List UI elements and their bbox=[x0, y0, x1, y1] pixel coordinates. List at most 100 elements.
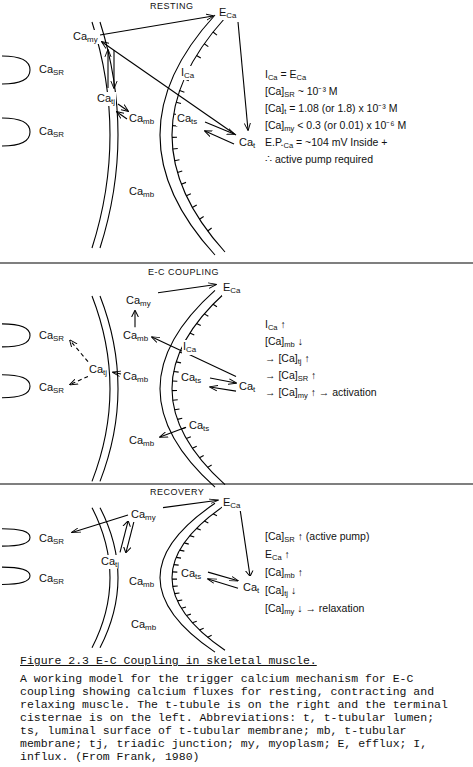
text-run: E.P. bbox=[265, 136, 284, 148]
text-run: ↑ bbox=[308, 369, 316, 381]
text-run: ↓ bbox=[288, 584, 296, 596]
subscript: ts bbox=[195, 573, 201, 582]
ion-label: Camb bbox=[128, 575, 155, 589]
membrane-tick bbox=[197, 323, 201, 325]
membrane-tick bbox=[180, 550, 185, 551]
membrane-tick bbox=[199, 628, 203, 630]
text-run: Ca bbox=[39, 329, 53, 341]
ion-label: CaSR bbox=[38, 572, 65, 586]
subscript: tj bbox=[298, 357, 302, 366]
ion-label: ECa bbox=[222, 496, 241, 510]
subscript: my bbox=[87, 35, 98, 44]
text-run: Ca bbox=[131, 508, 145, 520]
ion-label: ECa bbox=[222, 281, 241, 295]
membrane-tick bbox=[181, 182, 186, 184]
ion-label: Cat bbox=[238, 380, 256, 394]
caption-heading: Figure 2.3 E-C Coupling in skeletal musc… bbox=[20, 654, 460, 667]
membrane-tick bbox=[213, 304, 217, 307]
text-run: → [Ca] bbox=[265, 352, 298, 364]
concentration-note: [Ca]t = 1.08 (or 1.8) x 10⁻³ M bbox=[265, 102, 397, 117]
membrane-tick bbox=[192, 205, 196, 207]
flux-arrow bbox=[126, 521, 134, 552]
flux-arrow bbox=[208, 579, 238, 588]
text-run: Ca bbox=[123, 329, 137, 341]
text-run: Ca bbox=[89, 363, 103, 375]
membrane-tick bbox=[181, 428, 186, 429]
panel-heading: E-C COUPLING bbox=[148, 267, 219, 277]
ion-label: Camy bbox=[72, 30, 99, 44]
membrane-tick bbox=[175, 593, 180, 595]
subscript: my bbox=[140, 300, 151, 309]
ion-label: Catj bbox=[96, 92, 116, 106]
ion-label: Cats bbox=[176, 112, 198, 126]
membrane-tick bbox=[190, 333, 194, 335]
panel-divider bbox=[0, 483, 473, 484]
subscript: Ca bbox=[272, 553, 282, 562]
text-run: Ca bbox=[239, 136, 253, 148]
concentration-note: [Ca]SR ~ 10⁻³ M bbox=[265, 85, 338, 100]
concentration-note: ICa ↑ bbox=[265, 318, 286, 333]
flux-arrow bbox=[134, 311, 135, 327]
membrane-tick bbox=[177, 171, 182, 172]
text-run: ↑ bbox=[295, 566, 303, 578]
membrane-tick bbox=[177, 599, 182, 601]
release-arrow bbox=[70, 340, 88, 361]
text-run: [Ca] bbox=[265, 119, 284, 131]
panel-heading: RECOVERY bbox=[150, 487, 204, 497]
panel-heading: RESTING bbox=[150, 1, 194, 11]
membrane-tick bbox=[186, 194, 191, 196]
subscript: Ca bbox=[226, 11, 236, 20]
membrane-tick bbox=[197, 528, 201, 530]
text-run: = ~104 mV Inside + bbox=[293, 136, 387, 148]
subscript: t bbox=[257, 586, 259, 595]
membrane-tick bbox=[213, 32, 217, 35]
membrane-tick bbox=[174, 371, 179, 373]
membrane-tick bbox=[186, 437, 191, 439]
ion-label: Camb bbox=[130, 618, 157, 632]
subscript: my bbox=[284, 124, 294, 133]
flux-arrow bbox=[117, 112, 127, 119]
text-run: [Ca] bbox=[265, 335, 284, 347]
text-run: [Ca] bbox=[265, 85, 284, 97]
subscript: SR bbox=[53, 387, 64, 396]
membrane-tick bbox=[177, 418, 182, 419]
membrane-tick bbox=[172, 137, 177, 138]
flux-arrow bbox=[113, 372, 121, 374]
flux-arrow bbox=[118, 104, 128, 111]
coupling-panel bbox=[2, 285, 236, 488]
ion-label: Catj bbox=[88, 363, 108, 377]
subscript: mb bbox=[284, 571, 294, 580]
subscript: mb bbox=[137, 375, 148, 384]
text-run: RECOVERY bbox=[150, 487, 204, 497]
text-run: Ca bbox=[131, 618, 145, 630]
text-run: I bbox=[181, 66, 184, 78]
ion-label: Camb bbox=[128, 112, 155, 126]
concentration-note: → [Ca]tj ↑ bbox=[265, 352, 310, 367]
subscript: mb bbox=[284, 340, 294, 349]
membrane-tick bbox=[173, 148, 178, 150]
subscript: Ca bbox=[297, 73, 307, 82]
text-run: Ca bbox=[129, 112, 143, 124]
text-run: [Ca] bbox=[265, 102, 284, 114]
membrane-tick bbox=[175, 408, 180, 410]
text-run: = 1.08 (or 1.8) x 10⁻³ M bbox=[286, 102, 397, 114]
flux-arrow bbox=[107, 50, 108, 88]
concentration-note: [Ca]my < 0.3 (or 0.01) x 10⁻⁶ M bbox=[265, 119, 406, 134]
subscript: SR bbox=[53, 577, 64, 586]
text-run: E-C COUPLING bbox=[148, 267, 219, 277]
release-arrow bbox=[70, 376, 88, 384]
membrane-tick bbox=[208, 635, 212, 637]
membrane-tick bbox=[192, 446, 196, 448]
text-run: RESTING bbox=[150, 1, 194, 11]
ion-label: CaSR bbox=[38, 532, 65, 546]
ion-label: ICa bbox=[182, 340, 197, 354]
membrane-tick bbox=[180, 91, 185, 93]
subscript: t bbox=[253, 141, 255, 150]
text-run: Ca bbox=[126, 294, 140, 306]
text-run: Ca bbox=[177, 112, 191, 124]
membrane-tick bbox=[173, 586, 178, 587]
concentration-note: ICa = ECa bbox=[265, 68, 306, 83]
text-run: E bbox=[265, 548, 272, 560]
